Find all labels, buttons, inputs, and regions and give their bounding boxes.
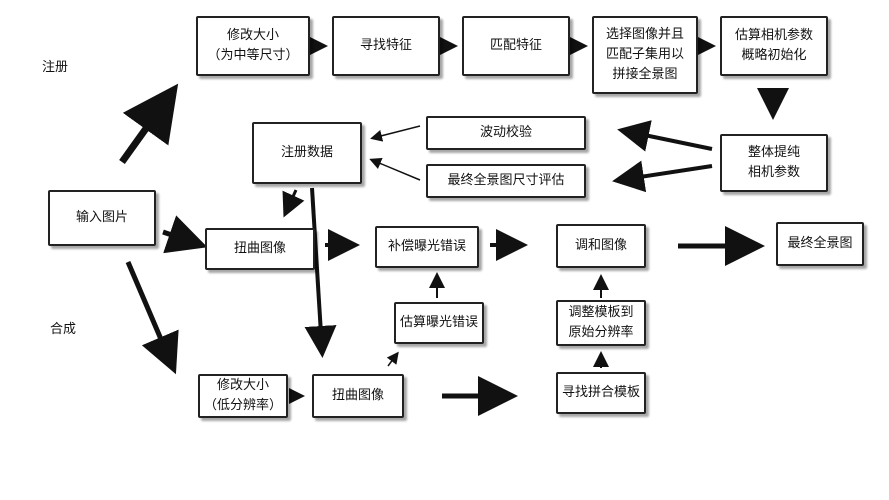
node-resize-medium-line1: 修改大小 <box>226 28 279 43</box>
node-refine-camera: 整体提纯 相机参数 <box>720 134 828 192</box>
arrow-wave-to-register <box>370 125 421 142</box>
node-estimate-camera-line1: 估算相机参数 <box>734 28 813 43</box>
node-estimate-exposure: 估算曝光错误 <box>394 302 484 344</box>
node-final-scale: 最终全景图尺寸评估 <box>426 164 586 198</box>
node-resize-seam-line1: 调整模板到 <box>568 305 634 320</box>
node-select-images-line3: 拼接全景图 <box>612 67 678 82</box>
arrow-refine-to-scale <box>612 160 713 193</box>
arrow-warp-bottom-to-estimate-exposure <box>386 351 399 367</box>
node-refine-camera-line1: 整体提纯 <box>747 145 800 160</box>
node-match-features: 匹配特征 <box>462 16 570 76</box>
arrow-input-to-warp-top <box>162 215 208 254</box>
node-estimate-camera-line2: 概略初始化 <box>741 48 807 63</box>
node-compensate-exposure: 补偿曝光错误 <box>375 226 479 268</box>
node-resize-seam-line2: 原始分辨率 <box>568 325 634 340</box>
section-label-compose: 合成 <box>50 322 77 337</box>
arrow-register-to-warp-bottom <box>304 187 337 358</box>
node-select-images: 选择图像并且 匹配子集用以 拼接全景图 <box>592 16 698 94</box>
node-resize-seam: 调整模板到 原始分辨率 <box>556 300 646 346</box>
arrow-input-to-resize-mid <box>119 83 179 165</box>
node-final-panorama: 最终全景图 <box>776 222 864 266</box>
node-find-features: 寻找特征 <box>332 16 440 76</box>
node-wave-correct: 波动校验 <box>426 116 586 150</box>
arrow-register-to-warp-top <box>282 189 305 218</box>
node-input-images: 输入图片 <box>48 190 156 246</box>
node-resize-low-line2: （低分辨率） <box>203 398 282 413</box>
node-refine-camera-line2: 相机参数 <box>747 165 800 180</box>
node-warp-top: 扭曲图像 <box>205 228 315 270</box>
section-label-register: 注册 <box>42 60 69 75</box>
node-resize-medium-line2: （为中等尺寸） <box>207 48 299 63</box>
arrow-input-to-resize-low <box>125 261 179 375</box>
node-blend-images: 调和图像 <box>556 224 646 268</box>
arrow-refine-to-wave <box>617 120 713 152</box>
node-resize-low: 修改大小 （低分辨率） <box>198 374 288 418</box>
node-resize-low-line1: 修改大小 <box>216 378 269 393</box>
node-estimate-camera: 估算相机参数 概略初始化 <box>720 16 828 76</box>
node-register-data: 注册数据 <box>252 122 362 184</box>
node-warp-bottom: 扭曲图像 <box>312 374 404 418</box>
node-find-seam: 寻找拼合模板 <box>556 372 646 414</box>
node-select-images-line1: 选择图像并且 <box>605 27 684 42</box>
arrow-scale-to-register <box>369 157 421 181</box>
node-select-images-line2: 匹配子集用以 <box>605 47 684 62</box>
node-resize-medium: 修改大小 （为中等尺寸） <box>196 16 310 76</box>
